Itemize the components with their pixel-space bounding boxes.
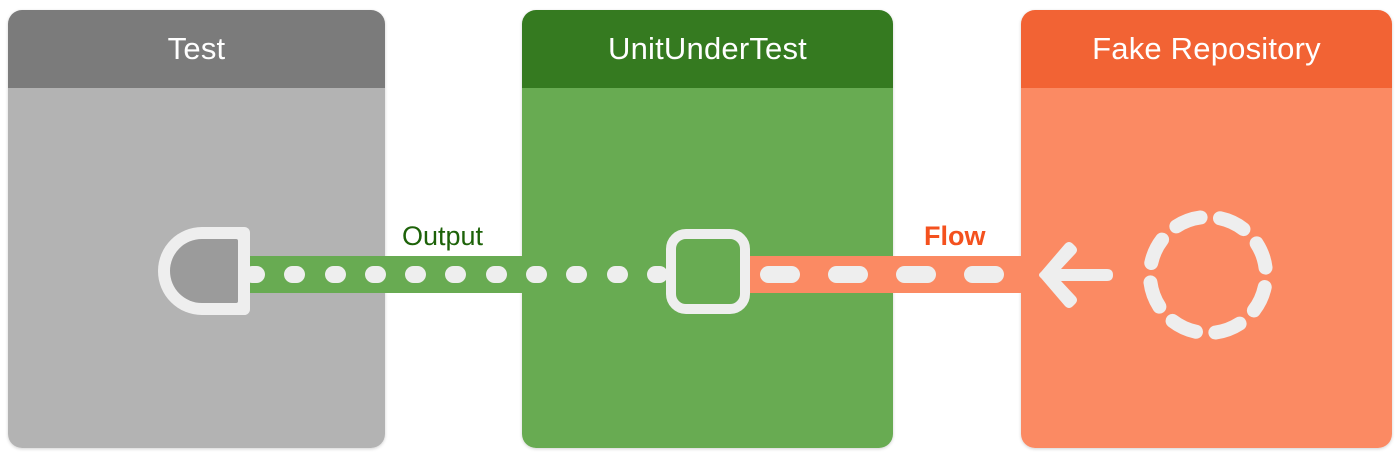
node-test-header: Test: [8, 10, 385, 88]
node-fake-repository-header: Fake Repository: [1021, 10, 1392, 88]
output-dot: [405, 266, 427, 283]
output-dot: [526, 266, 548, 283]
flow-dash: [896, 266, 936, 283]
arrow-left-icon: [1039, 242, 1113, 308]
connection-output-label: Output: [396, 220, 490, 253]
node-fake-repository-title: Fake Repository: [1092, 31, 1321, 66]
connection-flow-line: [748, 256, 1038, 293]
dashed-circle-icon: [1143, 210, 1273, 340]
output-dot: [606, 266, 628, 283]
output-dot: [566, 266, 588, 283]
flow-dash-row: [748, 256, 1038, 293]
output-dot: [324, 266, 346, 283]
output-dot: [284, 266, 306, 283]
square-port-icon: [666, 229, 750, 314]
node-fake-repository[interactable]: Fake Repository: [1021, 10, 1392, 448]
flow-dash: [760, 266, 800, 283]
flow-dash: [828, 266, 868, 283]
node-test-title: Test: [167, 31, 226, 66]
node-unit-under-test-title: UnitUnderTest: [607, 31, 807, 66]
output-dot-row: [236, 256, 676, 293]
connection-output-line: [236, 256, 676, 293]
flow-dash: [964, 266, 1004, 283]
output-dot: [445, 266, 467, 283]
socket-port-inner: [170, 239, 238, 303]
output-dot: [364, 266, 386, 283]
socket-port-icon: [158, 227, 250, 315]
output-dot: [485, 266, 507, 283]
node-unit-under-test-header: UnitUnderTest: [522, 10, 893, 88]
output-dot: [646, 266, 668, 283]
node-fake-repository-body: [1021, 88, 1392, 448]
connection-flow-label: Flow: [918, 220, 992, 253]
